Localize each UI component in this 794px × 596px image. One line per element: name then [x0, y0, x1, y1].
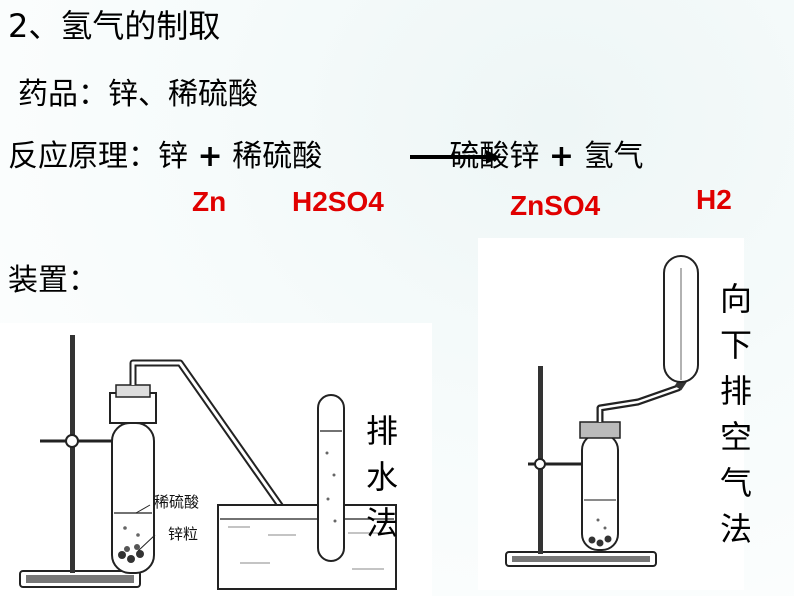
method-downward-air-displacement: 向 下 排 空 气 法	[716, 276, 756, 552]
reaction-principle: 反应原理：锌 + 稀硫酸 硫酸锌 + 氢气	[8, 138, 644, 176]
label-zinc-granules: 锌粒	[168, 525, 199, 543]
method-char: 气	[719, 464, 752, 502]
plus-sign: +	[548, 139, 575, 174]
product-hydrogen: 氢气	[583, 139, 644, 174]
apparatus-label: 装置：	[8, 263, 98, 298]
method-char: 法	[365, 504, 398, 542]
reactant-acid: 稀硫酸	[232, 139, 323, 174]
water-displacement-drawing	[19, 335, 397, 590]
label-dilute-sulfuric-acid: 稀硫酸	[154, 493, 200, 511]
method-char: 空	[719, 418, 752, 456]
method-char: 下	[719, 326, 752, 364]
method-char: 水	[365, 458, 398, 496]
principle-label: 反应原理：	[8, 139, 158, 174]
drugs-line: 药品：锌、稀硫酸	[18, 77, 258, 112]
method-water-displacement: 排 水 法	[362, 408, 402, 546]
formula-znso4: ZnSO4	[510, 190, 601, 221]
product-zinc-sulfate: 硫酸锌	[449, 139, 540, 174]
downward-air-displacement-drawing	[505, 255, 699, 567]
formula-h2so4: H2SO4	[292, 186, 384, 217]
formula-zn: Zn	[192, 186, 227, 217]
formula-h2: H2	[696, 184, 732, 215]
downward-air-displacement-diagram	[478, 238, 744, 590]
method-char: 排	[365, 412, 398, 450]
slide-title: 2、氢气的制取	[8, 7, 221, 45]
water-displacement-diagram: 稀硫酸 锌粒	[0, 323, 432, 596]
method-char: 向	[719, 280, 752, 318]
method-char: 排	[719, 372, 752, 410]
plus-sign: +	[197, 139, 223, 174]
reactant-zinc: 锌	[158, 139, 188, 174]
method-char: 法	[719, 510, 752, 548]
